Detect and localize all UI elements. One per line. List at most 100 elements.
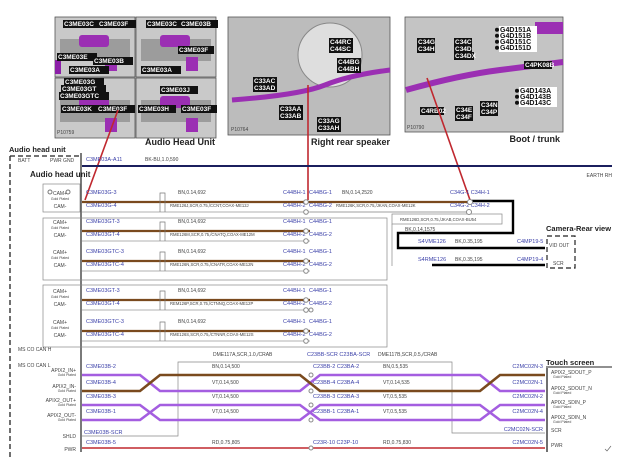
label-tag-bg xyxy=(61,85,106,93)
pin-plated: Gold Plated xyxy=(553,420,571,424)
connector-blob xyxy=(186,57,198,71)
photo-label: C34H xyxy=(418,46,435,53)
wire-twisted xyxy=(82,403,545,422)
label-tag-bg xyxy=(317,124,341,132)
pin-label: APIX2_OUT+ xyxy=(46,398,77,404)
photo-label: C34C xyxy=(455,39,472,46)
wire-label: RME126J,SCR,0.75,/CCNT,COAX-ME12J xyxy=(170,203,249,208)
touch-pin: PWR xyxy=(551,443,563,449)
connector-label: C3ME03GT-4 xyxy=(86,301,120,307)
photo-label: G4D143B xyxy=(520,94,551,101)
inline-connector: C23R-10 C23P-10 xyxy=(313,440,358,446)
earth-label: EARTH RH xyxy=(587,173,613,179)
wire-label: VT,0.14,535 xyxy=(383,380,410,386)
shield-loop xyxy=(159,290,166,310)
camera-pin: VID OUT xyxy=(549,243,569,249)
connector-label: C3ME03B-3 xyxy=(86,394,116,400)
inline-connector: C44BG-1 xyxy=(309,319,332,325)
photo-label: C3ME03F xyxy=(182,106,211,113)
harness xyxy=(231,67,391,103)
splice-icon xyxy=(308,307,314,313)
camera-connector-box xyxy=(42,183,81,213)
photo-ref: P10790 xyxy=(407,125,424,131)
wire-label: VT,0.14,500 xyxy=(212,380,239,386)
label-tag-bg xyxy=(160,86,198,94)
label-tag-bg xyxy=(454,45,472,53)
pointer-arrow xyxy=(84,109,119,201)
inline-connector: C44BG-2 xyxy=(309,203,332,209)
label-tag-bg xyxy=(317,117,341,125)
shield-loop xyxy=(159,321,166,341)
connector-blob xyxy=(535,22,563,34)
label-tag-bg xyxy=(180,20,218,28)
connector-label: C3ME03GTC-3 xyxy=(86,249,124,255)
shield-loop xyxy=(159,221,166,241)
label-tag-bg xyxy=(420,107,444,115)
label-tag-bg xyxy=(97,105,135,113)
photo-label: G4D143C xyxy=(520,100,551,107)
splice-icon xyxy=(308,402,314,408)
photo-label: C33AA xyxy=(280,106,302,113)
photo-label: C4PK08B xyxy=(525,62,555,69)
connector-label: C4MP19-4 xyxy=(517,257,543,263)
photo-bg xyxy=(141,39,211,61)
label-tag-bg xyxy=(59,92,109,100)
inline-connector: C44BG-1 xyxy=(309,219,332,225)
wire-label: BK,0.35,195 xyxy=(455,239,483,245)
ground-dot-icon xyxy=(495,45,499,50)
photo-label: C3ME03G xyxy=(65,79,95,86)
splice-icon xyxy=(303,307,309,313)
connector-label: C3ME03A-A11 xyxy=(86,157,122,163)
label-tag-bg xyxy=(499,38,537,46)
connector-label: C3ME03B-SCR xyxy=(84,430,123,436)
pin-label: MS CO CAN L xyxy=(18,363,51,369)
connector-label: C34G-1 C34H-1 xyxy=(450,190,490,196)
photo-caption: Boot / trunk xyxy=(510,134,561,144)
photo-label: C44BG xyxy=(338,59,360,66)
connector-label: C2MC02N-1 xyxy=(512,380,543,386)
touch-pin: APIX2_SDOUT_N xyxy=(551,386,592,392)
photo-label: C34E xyxy=(456,107,473,114)
pin-cam-minus: CAM- xyxy=(54,302,67,308)
inline-connector: C44BH-2 xyxy=(283,332,306,338)
ground-dot-icon xyxy=(515,100,519,105)
unit-title: Audio head unit xyxy=(9,145,66,154)
photo-label: C34DX xyxy=(455,53,477,60)
inline-connector: C23BB-1 C23BA-1 xyxy=(313,409,359,415)
splice-icon xyxy=(308,417,314,423)
wire-label: RME126N,SCR,0.75,/CNATR,COAX-ME12N xyxy=(170,262,253,267)
splice-icon xyxy=(467,199,473,205)
label-tag-bg xyxy=(57,53,97,61)
pin-cam-plus: CAM+ xyxy=(53,220,67,226)
unit-dashed-border xyxy=(9,155,80,460)
photo-label: C3ME03C xyxy=(64,21,94,28)
photo-label: C3ME03B xyxy=(181,21,211,28)
pin-cam-minus: CAM- xyxy=(54,204,67,210)
pin-plated: Gold Plated xyxy=(553,391,571,395)
photo-label: C3ME03J xyxy=(161,87,190,94)
inline-connector: C44BH-1 xyxy=(283,219,306,225)
label-tag-bg xyxy=(138,105,176,113)
label-tag-bg xyxy=(69,66,109,74)
photo-label: C44SC xyxy=(330,46,351,53)
pin-plated: Gold Plated xyxy=(51,197,69,201)
label-tag-bg xyxy=(61,105,101,113)
photo-label: C44RC xyxy=(330,39,352,46)
photo-label: C3ME03GTC xyxy=(60,93,99,100)
pin-plated: Gold Plated xyxy=(553,405,571,409)
photo-label: C3ME03K xyxy=(62,106,92,113)
screw-icon xyxy=(65,189,71,195)
ground-dot-icon xyxy=(495,27,499,32)
inline-connector: C44BG-1 xyxy=(309,249,332,255)
photo-caption: Right rear speaker xyxy=(311,137,391,147)
photo-label: G4D151C xyxy=(500,39,531,46)
pin-plated: Gold Plated xyxy=(51,256,69,260)
unit-subtitle: Audio head unit xyxy=(30,170,91,179)
connector-blob xyxy=(55,60,61,74)
inline-connector: C44BH-2 xyxy=(283,262,306,268)
connector-label: C3ME03GT-4 xyxy=(86,232,120,238)
label-tag-bg xyxy=(93,57,133,65)
photo-label: G4D151B xyxy=(500,33,531,40)
splice-icon xyxy=(308,388,314,394)
camera-pin: SCR xyxy=(553,261,564,267)
